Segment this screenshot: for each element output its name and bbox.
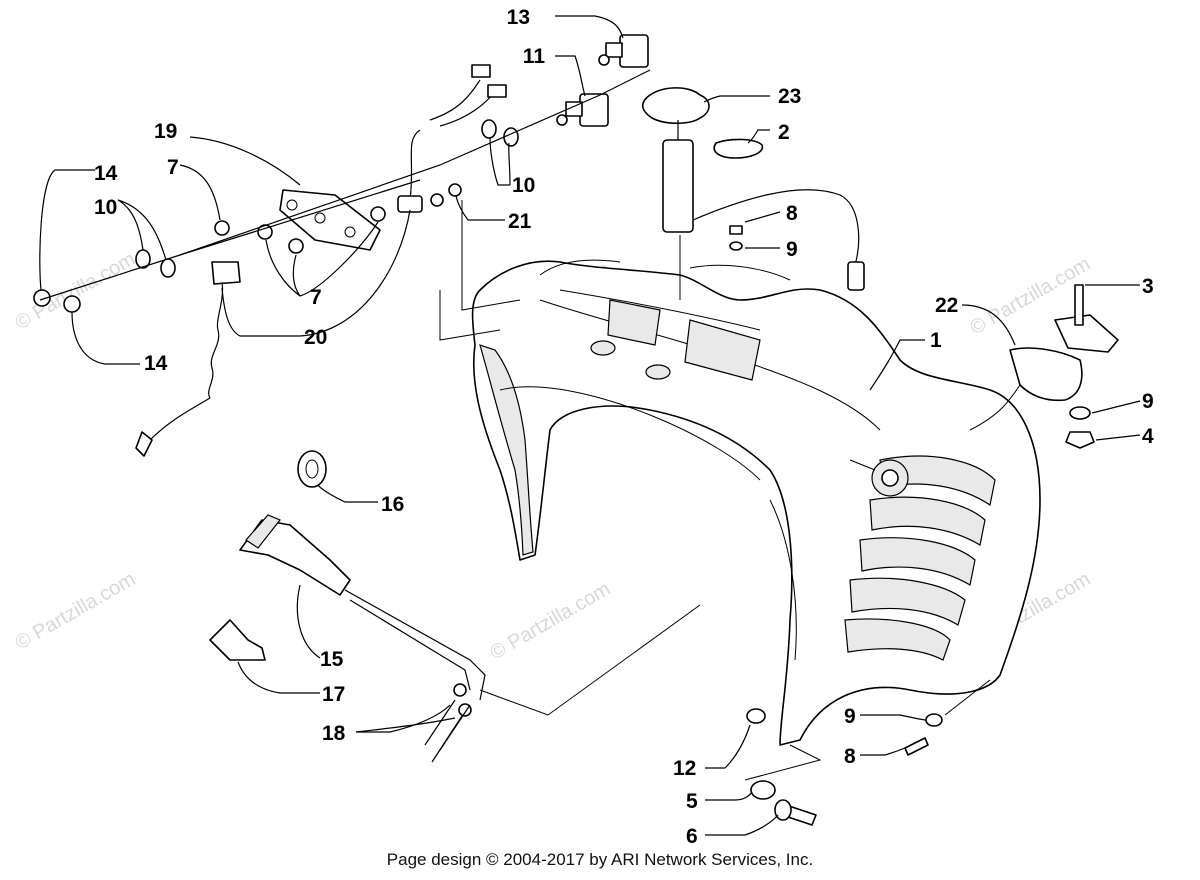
callout-8-top: 8 <box>786 202 798 225</box>
bracket-22 <box>1009 284 1119 449</box>
callout-1: 1 <box>930 329 942 352</box>
callout-14-top: 14 <box>94 162 118 185</box>
callout-18: 18 <box>322 722 346 745</box>
callout-20: 20 <box>304 326 327 349</box>
callout-21: 21 <box>508 210 532 233</box>
callout-3: 3 <box>1142 275 1154 298</box>
plate-19 <box>279 189 381 251</box>
console-body <box>471 259 1041 746</box>
nuts-14 <box>33 289 81 313</box>
watermark: © Partzilla.com <box>12 248 140 334</box>
switch-13 <box>598 34 649 68</box>
callout-2: 2 <box>778 121 790 144</box>
callout-16: 16 <box>381 493 404 516</box>
switch-11 <box>556 93 609 127</box>
footer-copyright: Page design © 2004-2017 by ARI Network S… <box>386 850 814 869</box>
switch-20-with-tether <box>39 69 651 457</box>
watermark: © Partzilla.com <box>487 578 615 664</box>
callout-14-bottom: 14 <box>144 352 168 375</box>
callout-23: 23 <box>778 85 801 108</box>
callout-4: 4 <box>1142 425 1154 448</box>
callout-11: 11 <box>523 45 546 68</box>
callout-12: 12 <box>673 757 696 780</box>
callout-8-bottom: 8 <box>844 745 856 768</box>
callout-9-top: 9 <box>786 238 798 261</box>
callout-10-left: 10 <box>94 196 117 219</box>
callout-17: 17 <box>322 683 345 706</box>
callout-9-right: 9 <box>1142 390 1154 413</box>
lower-fasteners <box>746 708 943 826</box>
callout-labels: 13 11 23 2 8 9 3 22 1 9 4 19 7 14 10 10 … <box>94 6 1154 848</box>
leader-lines <box>39 15 1141 836</box>
callout-22: 22 <box>935 294 958 317</box>
callout-10-right: 10 <box>512 174 535 197</box>
callout-6: 6 <box>686 825 698 848</box>
callout-7-top: 7 <box>167 156 179 179</box>
watermark: © Partzilla.com <box>12 568 140 654</box>
washers-7 <box>214 206 386 254</box>
throttle-assembly <box>209 450 486 763</box>
callout-5: 5 <box>686 790 698 813</box>
callout-9-bottom: 9 <box>844 705 856 728</box>
knob-23 <box>641 87 865 291</box>
callout-7-bottom: 7 <box>310 286 322 309</box>
callout-13: 13 <box>507 6 530 29</box>
callout-15: 15 <box>320 648 344 671</box>
wire-harness <box>429 64 507 127</box>
callout-19: 19 <box>154 120 177 143</box>
